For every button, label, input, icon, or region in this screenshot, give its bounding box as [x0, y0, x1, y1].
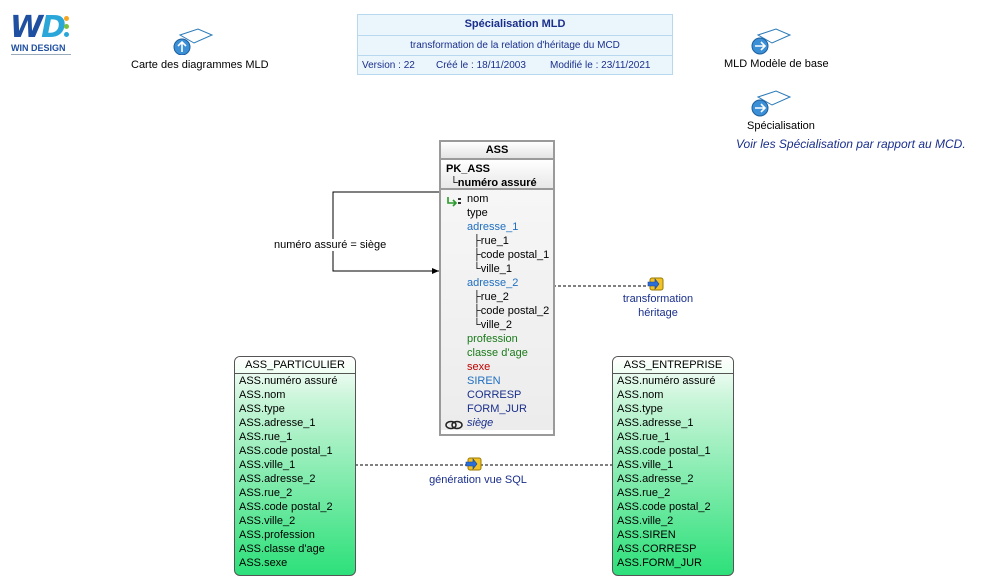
view-row: ASS.FORM_JUR [617, 557, 702, 569]
column-item: profession [467, 333, 518, 345]
view-row: ASS.ville_2 [239, 515, 296, 527]
column-item: siège [467, 417, 494, 429]
view-row: ASS.rue_1 [239, 431, 293, 443]
self-relation-line [332, 191, 439, 272]
column-item: ├code postal_1 [473, 249, 550, 261]
view-row: ASS.rue_1 [617, 431, 671, 443]
column-item: type [467, 207, 488, 219]
created-text: Créé le : 18/11/2003 [436, 60, 526, 71]
self-relation-arrowhead [432, 268, 439, 274]
column-item: nom [467, 193, 489, 205]
table-ass[interactable]: ASS PK_ASS └numéro assuré nom type adresse… [439, 140, 555, 436]
view-row: ASS.classe d'age [239, 543, 325, 555]
view-row: ASS.type [617, 403, 663, 415]
view-row: ASS.adresse_1 [239, 417, 316, 429]
view-row: ASS.code postal_2 [239, 501, 333, 513]
diagram-title: Spécialisation MLD [464, 18, 566, 30]
version-text: Version : 22 [362, 60, 415, 71]
view-row: ASS.rue_2 [239, 487, 293, 499]
table-title: ASS [441, 142, 553, 160]
logo-brand: WIN DESIGN [11, 43, 66, 53]
column-item: ├code postal_2 [473, 305, 550, 317]
modified-text: Modifié le : 23/11/2021 [550, 60, 651, 71]
column-item: CORRESP [467, 389, 522, 401]
view-row: ASS.rue_2 [617, 487, 671, 499]
view-row: ASS.adresse_2 [239, 473, 316, 485]
diagram-subtitle: transformation de la relation d'héritage… [410, 40, 620, 51]
column-item: adresse_2 [467, 277, 519, 289]
view-row: ASS.numéro assuré [239, 375, 338, 387]
view-row: ASS.adresse_2 [617, 473, 694, 485]
specialisation-link[interactable]: Spécialisation [747, 120, 815, 132]
view-row: ASS.ville_1 [239, 459, 296, 471]
view-row: ASS.ville_1 [617, 459, 674, 471]
diagram-header: Spécialisation MLD transformation de la … [357, 14, 673, 75]
self-relation-label: numéro assuré = siège [273, 239, 388, 251]
column-item: sexe [467, 361, 491, 373]
primary-key-column: └numéro assuré [450, 177, 537, 189]
carte-diagrammes-link[interactable]: Carte des diagrammes MLD [131, 59, 269, 71]
column-item: ├rue_2 [473, 291, 509, 303]
view-title: ASS_PARTICULIER [235, 357, 355, 374]
sql-generation-icon[interactable] [465, 456, 483, 472]
view-row: ASS.profession [239, 529, 315, 541]
mld-base-link[interactable]: MLD Modèle de base [724, 58, 829, 70]
header-divider [358, 55, 672, 56]
column-list: nom type adresse_1 ├rue_1 ├code postal_1 └vil… [441, 190, 553, 430]
heritage-label: héritage [638, 307, 678, 319]
transformation-label: transformation [622, 293, 694, 305]
diagram-link-up-icon[interactable] [172, 27, 214, 56]
view-row: ASS.ville_2 [617, 515, 674, 527]
column-item: adresse_1 [467, 221, 519, 233]
logo-wd-text: WD [10, 10, 66, 45]
column-item: FORM_JUR [467, 403, 527, 415]
diagram-link-right-icon[interactable] [750, 27, 792, 55]
view-row: ASS.code postal_2 [617, 501, 711, 513]
view-title: ASS_ENTREPRISE [613, 357, 733, 374]
transformation-icon[interactable] [647, 276, 665, 292]
view-row: ASS.code postal_1 [239, 445, 333, 457]
link-icon [445, 420, 463, 430]
view-row: ASS.type [239, 403, 285, 415]
foreign-key-icon [447, 197, 461, 207]
diagram-link-right-icon[interactable] [750, 89, 792, 117]
view-row: ASS.nom [617, 389, 664, 401]
logo-tagline [11, 54, 71, 58]
view-row: ASS.numéro assuré [617, 375, 716, 387]
sql-generation-label: génération vue SQL [429, 474, 527, 486]
column-item: classe d'age [467, 347, 528, 359]
windesign-logo: WD WIN DESIGN [8, 10, 72, 66]
primary-key-section: PK_ASS └numéro assuré [441, 160, 553, 190]
specialisation-note: Voir les Spécialisation par rapport au M… [736, 137, 966, 151]
column-item: ├rue_1 [473, 235, 509, 247]
view-row: ASS.SIREN [617, 529, 676, 541]
header-divider [358, 35, 672, 36]
view-row: ASS.CORRESP [617, 543, 697, 555]
column-item: SIREN [467, 375, 501, 387]
column-item: └ville_2 [473, 319, 512, 331]
view-row: ASS.nom [239, 389, 286, 401]
primary-key-name: PK_ASS [446, 163, 491, 175]
column-item: └ville_1 [473, 263, 512, 275]
view-row: ASS.adresse_1 [617, 417, 694, 429]
view-row: ASS.code postal_1 [617, 445, 711, 457]
view-row: ASS.sexe [239, 557, 288, 569]
